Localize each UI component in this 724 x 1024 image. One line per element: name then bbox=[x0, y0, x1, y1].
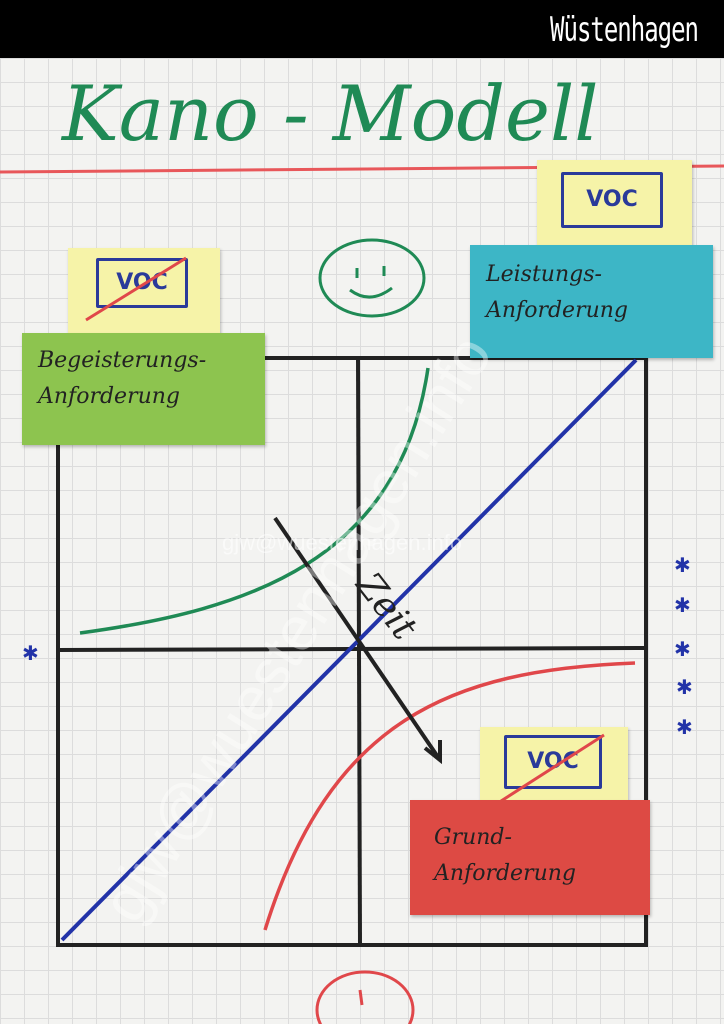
svg-text:✱: ✱ bbox=[676, 675, 693, 699]
note-line: Leistungs- bbox=[486, 262, 602, 287]
brand-logo: Wüstenhagen bbox=[550, 10, 699, 50]
time-arrow bbox=[273, 516, 442, 765]
svg-text:✱: ✱ bbox=[674, 553, 691, 577]
voc-label: VOC bbox=[96, 258, 188, 308]
svg-text:✱: ✱ bbox=[676, 715, 693, 739]
watermark-small: gjw@wuestenhagen.info bbox=[222, 530, 463, 555]
svg-text:✱: ✱ bbox=[22, 641, 39, 665]
note-line: Anforderung bbox=[434, 861, 577, 886]
svg-text:✱: ✱ bbox=[674, 593, 691, 617]
voc-label: VOC bbox=[504, 735, 602, 789]
performance-line bbox=[60, 358, 638, 942]
voc-note-excitement: VOC bbox=[68, 248, 220, 338]
svg-text:✱: ✱ bbox=[674, 637, 691, 661]
basic-requirement-note: Grund- Anforderung bbox=[410, 800, 650, 915]
smiley-happy-icon bbox=[318, 238, 426, 318]
note-line: Begeisterungs- bbox=[38, 348, 207, 373]
basic-curve bbox=[263, 661, 636, 931]
note-line: Anforderung bbox=[486, 298, 629, 323]
note-line: Anforderung bbox=[38, 384, 181, 409]
voc-label: VOC bbox=[561, 172, 663, 228]
note-line: Grund- bbox=[434, 825, 512, 850]
star-markers: ✱ ✱ ✱ ✱ ✱ ✱ bbox=[22, 553, 693, 739]
smiley-sad-icon bbox=[315, 970, 415, 1024]
strikethrough-icon bbox=[497, 733, 605, 805]
performance-requirement-note: Leistungs- Anforderung bbox=[470, 245, 713, 358]
top-bar: Wüstenhagen bbox=[0, 0, 724, 58]
excitement-requirement-note: Begeisterungs- Anforderung bbox=[22, 333, 265, 445]
page-title: Kano - Modell bbox=[60, 69, 599, 158]
strikethrough-icon bbox=[85, 256, 187, 322]
